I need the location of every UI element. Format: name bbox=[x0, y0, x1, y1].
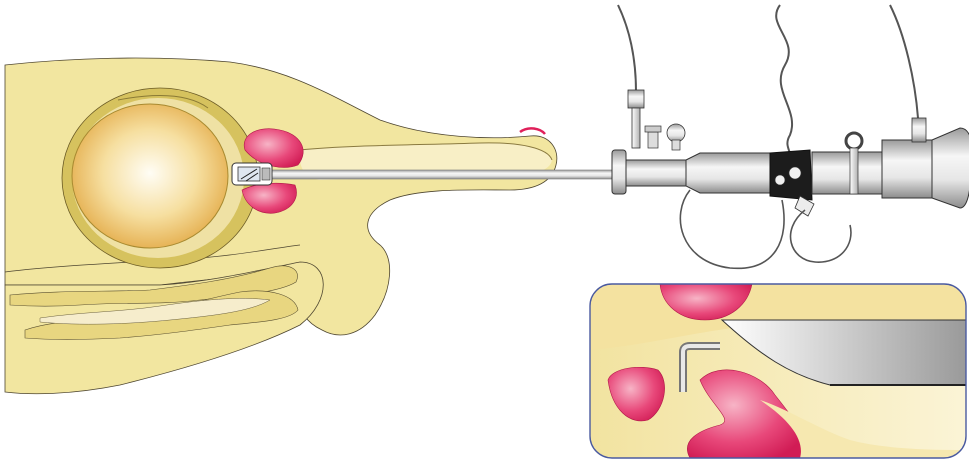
eyepiece bbox=[932, 128, 969, 208]
arthroscope-icon bbox=[612, 5, 969, 268]
shaft-tube bbox=[270, 170, 620, 179]
nose-tip bbox=[520, 128, 545, 134]
tube-loop-right bbox=[791, 210, 851, 262]
scope-barrel bbox=[812, 152, 882, 194]
scope-flange bbox=[612, 150, 626, 194]
camera-head bbox=[882, 140, 932, 198]
eyeball bbox=[72, 104, 228, 248]
head-section bbox=[5, 58, 557, 394]
camera-cable bbox=[890, 5, 918, 118]
tube-loop-left bbox=[680, 190, 784, 268]
magnified-inset bbox=[590, 284, 966, 458]
light-cable-icon bbox=[618, 5, 636, 92]
scope-sheath bbox=[626, 160, 686, 186]
irrigation-cable bbox=[776, 5, 792, 160]
